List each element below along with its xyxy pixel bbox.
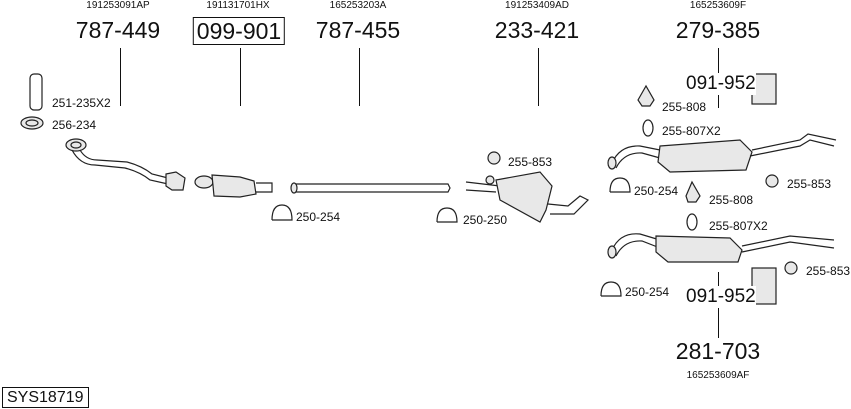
hanger-icon (637, 84, 655, 107)
oe-number: 165253609AF (686, 370, 750, 381)
rear-muffler-upper-drawing (607, 133, 837, 173)
accessory-number[interactable]: 255-853 (508, 155, 553, 169)
leader-line (240, 48, 241, 106)
leader-line (359, 48, 360, 106)
clamp-icon (600, 281, 622, 297)
clamp-icon (609, 177, 631, 193)
front-pipe-drawing (65, 138, 186, 191)
mounting-kit-number[interactable]: 091-952 (686, 286, 756, 308)
oe-number: 165253609F (689, 0, 747, 11)
accessory-number[interactable]: 250-254 (625, 285, 670, 299)
mounting-kit-box-icon (751, 73, 777, 105)
hanger-icon (685, 180, 701, 203)
oe-number: 165253203A (329, 0, 387, 11)
accessory-number[interactable]: 250-254 (634, 184, 679, 198)
accessory-number[interactable]: 255-808 (662, 100, 707, 114)
accessory-number[interactable]: 250-250 (463, 213, 508, 227)
mounting-kit-number[interactable]: 091-952 (686, 73, 756, 95)
leader-line (120, 48, 121, 106)
accessory-number[interactable]: 255-807X2 (709, 219, 768, 233)
leader-line (538, 48, 539, 106)
oe-number: 191253409AD (505, 0, 569, 11)
accessory-number[interactable]: 251-235X2 (52, 96, 111, 110)
accessory-number[interactable]: 255-807X2 (662, 124, 721, 138)
accessory-number[interactable]: 256-234 (52, 118, 97, 132)
bracket-icon (29, 73, 43, 111)
part-number[interactable]: 787-449 (75, 17, 161, 43)
accessory-number[interactable]: 250-254 (296, 210, 341, 224)
part-number[interactable]: 233-421 (494, 17, 580, 43)
mounting-kit-box-icon (751, 267, 777, 305)
rubber-ring-icon (765, 174, 779, 188)
rubber-ring-icon (784, 261, 798, 275)
part-number-highlighted[interactable]: 099-901 (192, 17, 286, 45)
part-number[interactable]: 281-703 (675, 338, 761, 364)
ring-icon (642, 119, 654, 137)
part-number[interactable]: 279-385 (675, 17, 761, 43)
catalytic-converter-drawing (194, 174, 273, 198)
accessory-number[interactable]: 255-853 (806, 264, 851, 278)
centre-muffler-drawing (465, 171, 590, 223)
rubber-ring-icon (487, 151, 501, 165)
accessory-number[interactable]: 255-853 (787, 177, 832, 191)
accessory-number[interactable]: 255-808 (709, 193, 754, 207)
rear-muffler-lower-drawing (607, 233, 835, 263)
gasket-icon (20, 116, 44, 130)
oe-number: 191253091AP (86, 0, 150, 11)
middle-pipe-drawing (290, 182, 451, 194)
accessory-icons (20, 73, 798, 305)
clamp-icon (271, 204, 293, 221)
clamp-icon (436, 207, 458, 223)
part-number[interactable]: 787-455 (315, 17, 401, 43)
ring-icon (686, 213, 698, 231)
oe-number: 191131701HX (206, 0, 270, 11)
diagram-id-label: SYS18719 (2, 387, 89, 408)
